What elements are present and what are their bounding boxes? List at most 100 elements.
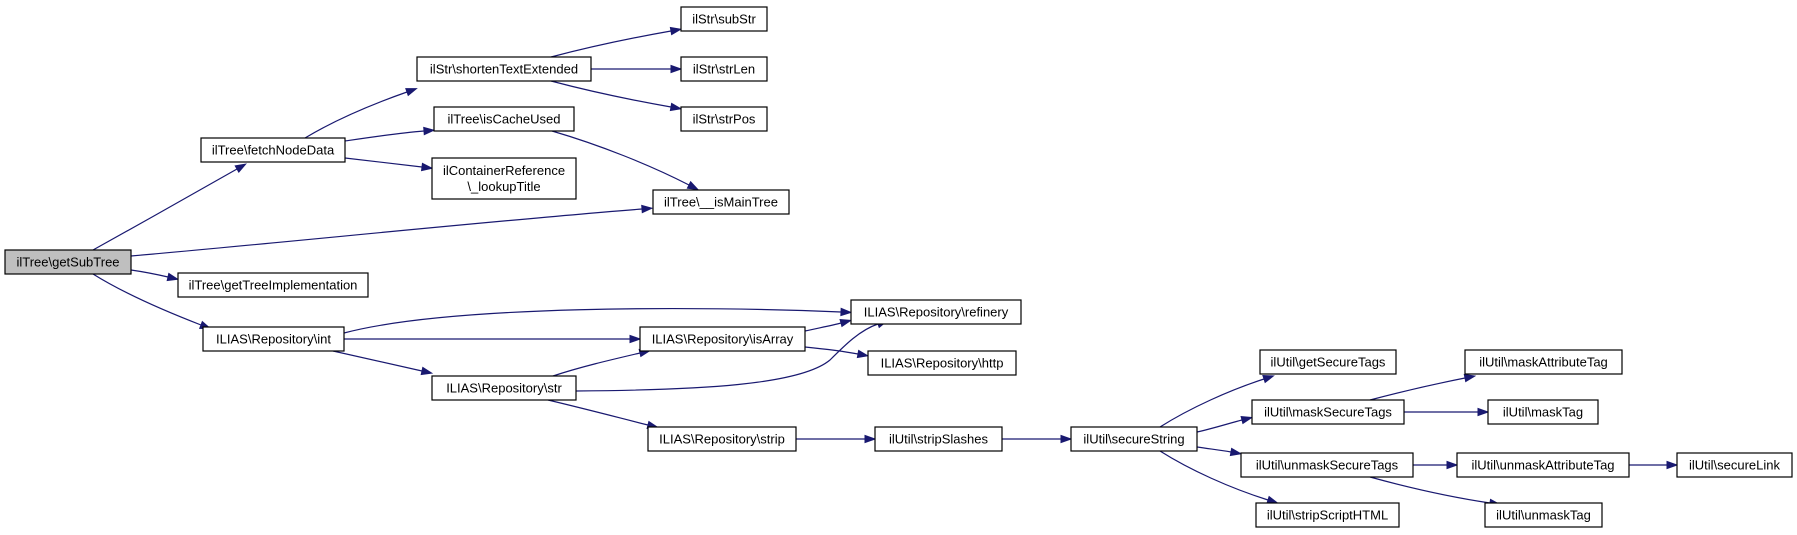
edge-secureString-to-stripScriptHTML xyxy=(1159,450,1279,504)
node-label: ilUtil\unmaskSecureTags xyxy=(1256,458,1399,473)
node-isArray[interactable]: ILIAS\Repository\isArray xyxy=(639,326,806,352)
edge-line xyxy=(1369,377,1466,401)
edge-line xyxy=(1369,476,1491,504)
edge-arrowhead xyxy=(839,318,853,328)
node-box[interactable] xyxy=(1464,349,1623,375)
node-fetchNodeData[interactable]: ilTree\fetchNodeData xyxy=(200,137,346,163)
node-strLen[interactable]: ilStr\strLen xyxy=(680,56,768,82)
edge-arrowhead xyxy=(864,434,877,444)
node-label: ilUtil\unmaskAttributeTag xyxy=(1471,458,1614,473)
edge-arrowhead xyxy=(641,204,654,214)
node-label: \_lookupTitle xyxy=(467,179,540,194)
edge-secureString-to-maskSecureTags xyxy=(1196,415,1254,433)
edge-line xyxy=(130,208,643,257)
node-box[interactable] xyxy=(431,375,577,401)
edge-line xyxy=(130,269,169,278)
node-repoInt[interactable]: ILIAS\Repository\int xyxy=(202,326,345,352)
node-isMainTree[interactable]: ilTree\__isMainTree xyxy=(652,189,790,215)
edge-line xyxy=(1196,446,1232,453)
node-box[interactable] xyxy=(1070,426,1198,452)
node-unmaskSecureTags[interactable]: ilUtil\unmaskSecureTags xyxy=(1240,452,1414,478)
node-maskTag[interactable]: ilUtil\maskTag xyxy=(1487,399,1599,425)
node-box[interactable] xyxy=(1240,452,1414,478)
node-box[interactable] xyxy=(431,157,577,200)
node-label: ilTree\getTreeImplementation xyxy=(189,278,358,293)
node-box[interactable] xyxy=(416,56,592,82)
node-unmaskAttributeTag[interactable]: ilUtil\unmaskAttributeTag xyxy=(1456,452,1630,478)
edge-fetchNodeData-to-lookupTitle xyxy=(344,157,434,172)
node-label: ilTree\fetchNodeData xyxy=(212,143,335,158)
edge-line xyxy=(92,273,202,326)
node-box[interactable] xyxy=(433,106,575,132)
node-stripSlashes[interactable]: ilUtil\stripSlashes xyxy=(874,426,1003,452)
node-getSubTree[interactable]: ilTree\getSubTree xyxy=(4,249,132,275)
node-box[interactable] xyxy=(1259,349,1397,375)
node-shortenTextExtended[interactable]: ilStr\shortenTextExtended xyxy=(416,56,592,82)
node-box[interactable] xyxy=(652,189,790,215)
node-label: ilUtil\secureLink xyxy=(1689,458,1781,473)
edge-arrowhead xyxy=(420,366,434,376)
edge-arrowhead xyxy=(1463,373,1477,383)
edge-arrowhead xyxy=(856,349,870,359)
node-box[interactable] xyxy=(4,249,132,275)
edge-line xyxy=(552,352,641,377)
node-secureString[interactable]: ilUtil\secureString xyxy=(1070,426,1198,452)
edge-line xyxy=(343,307,842,334)
node-box[interactable] xyxy=(850,299,1022,325)
node-box[interactable] xyxy=(1676,452,1793,478)
node-stripScriptHTML[interactable]: ilUtil\stripScriptHTML xyxy=(1255,502,1400,528)
node-box[interactable] xyxy=(680,6,768,32)
node-box[interactable] xyxy=(200,137,346,163)
node-repoStrip[interactable]: ILIAS\Repository\strip xyxy=(647,426,797,452)
edge-line xyxy=(804,346,859,355)
edge-repoInt-to-refinery xyxy=(343,307,853,334)
node-box[interactable] xyxy=(177,272,369,298)
node-box[interactable] xyxy=(680,56,768,82)
edge-repoInt-to-isArray xyxy=(344,334,642,344)
node-box[interactable] xyxy=(680,106,768,132)
edge-unmaskAttributeTag-to-secureLink xyxy=(1629,460,1679,470)
edge-arrowhead xyxy=(669,26,683,36)
node-repoStr[interactable]: ILIAS\Repository\str xyxy=(431,375,577,401)
edge-line xyxy=(344,157,423,168)
node-box[interactable] xyxy=(1255,502,1400,528)
node-box[interactable] xyxy=(867,350,1017,376)
node-secureLink[interactable]: ilUtil\secureLink xyxy=(1676,452,1793,478)
node-box[interactable] xyxy=(1484,502,1603,528)
node-refinery[interactable]: ILIAS\Repository\refinery xyxy=(850,299,1022,325)
node-unmaskTag[interactable]: ilUtil\unmaskTag xyxy=(1484,502,1603,528)
edge-arrowhead xyxy=(1666,460,1679,470)
edge-arrowhead xyxy=(670,64,683,74)
edge-line xyxy=(551,130,690,186)
node-label: ILIAS\Repository\int xyxy=(216,332,331,347)
node-label: ilStr\shortenTextExtended xyxy=(430,62,578,77)
node-lookupTitle[interactable]: ilContainerReference\_lookupTitle xyxy=(431,157,577,200)
node-label: ILIAS\Repository\strip xyxy=(659,432,785,447)
node-box[interactable] xyxy=(647,426,797,452)
edge-maskSecureTags-to-maskAttributeTag xyxy=(1369,373,1477,401)
node-strPos[interactable]: ilStr\strPos xyxy=(680,106,768,132)
node-subStr[interactable]: ilStr\subStr xyxy=(680,6,768,32)
edge-line xyxy=(1159,378,1265,428)
node-label: ilTree\getSubTree xyxy=(16,255,119,270)
node-box[interactable] xyxy=(1487,399,1599,425)
edge-line xyxy=(304,91,408,139)
edge-arrowhead xyxy=(1060,434,1073,444)
node-box[interactable] xyxy=(1456,452,1630,478)
node-box[interactable] xyxy=(1251,399,1405,425)
edge-line xyxy=(344,130,425,142)
node-box[interactable] xyxy=(202,326,345,352)
node-getSecureTags[interactable]: ilUtil\getSecureTags xyxy=(1259,349,1397,375)
node-box[interactable] xyxy=(874,426,1003,452)
node-label: ILIAS\Repository\refinery xyxy=(864,305,1009,320)
node-label: ilUtil\secureString xyxy=(1083,432,1184,447)
node-maskSecureTags[interactable]: ilUtil\maskSecureTags xyxy=(1251,399,1405,425)
edge-line xyxy=(1196,419,1243,433)
node-box[interactable] xyxy=(639,326,806,352)
node-isCacheUsed[interactable]: ilTree\isCacheUsed xyxy=(433,106,575,132)
node-getTreeImplementation[interactable]: ilTree\getTreeImplementation xyxy=(177,272,369,298)
node-maskAttributeTag[interactable]: ilUtil\maskAttributeTag xyxy=(1464,349,1623,375)
node-http[interactable]: ILIAS\Repository\http xyxy=(867,350,1017,376)
edge-line xyxy=(550,80,672,108)
